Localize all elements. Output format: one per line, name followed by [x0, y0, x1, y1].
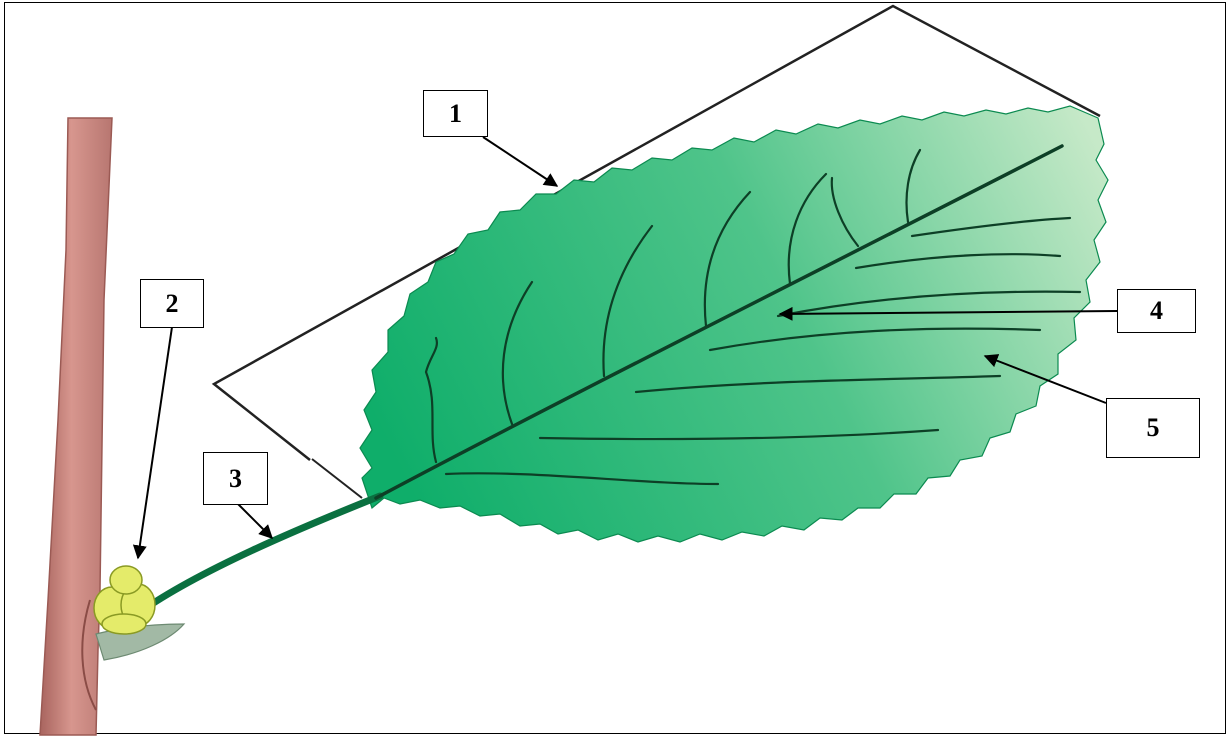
- axillary-bud: [94, 566, 155, 634]
- label-4-midrib: 4: [1117, 289, 1196, 333]
- label-2-bud: 2: [140, 279, 204, 328]
- leaf-blade: [360, 106, 1108, 542]
- arrow-2: [138, 327, 172, 558]
- label-2-text: 2: [166, 289, 179, 319]
- label-1-text: 1: [449, 99, 462, 129]
- arrow-1: [483, 137, 557, 186]
- label-3-petiole: 3: [203, 452, 268, 505]
- label-5-text: 5: [1147, 413, 1160, 443]
- label-3-text: 3: [229, 464, 242, 494]
- label-5-vein: 5: [1106, 398, 1200, 458]
- arrow-3: [238, 504, 272, 538]
- bracket-tick: [312, 459, 362, 498]
- label-4-text: 4: [1150, 296, 1163, 326]
- label-1-blade: 1: [423, 90, 488, 137]
- petiole: [140, 496, 380, 612]
